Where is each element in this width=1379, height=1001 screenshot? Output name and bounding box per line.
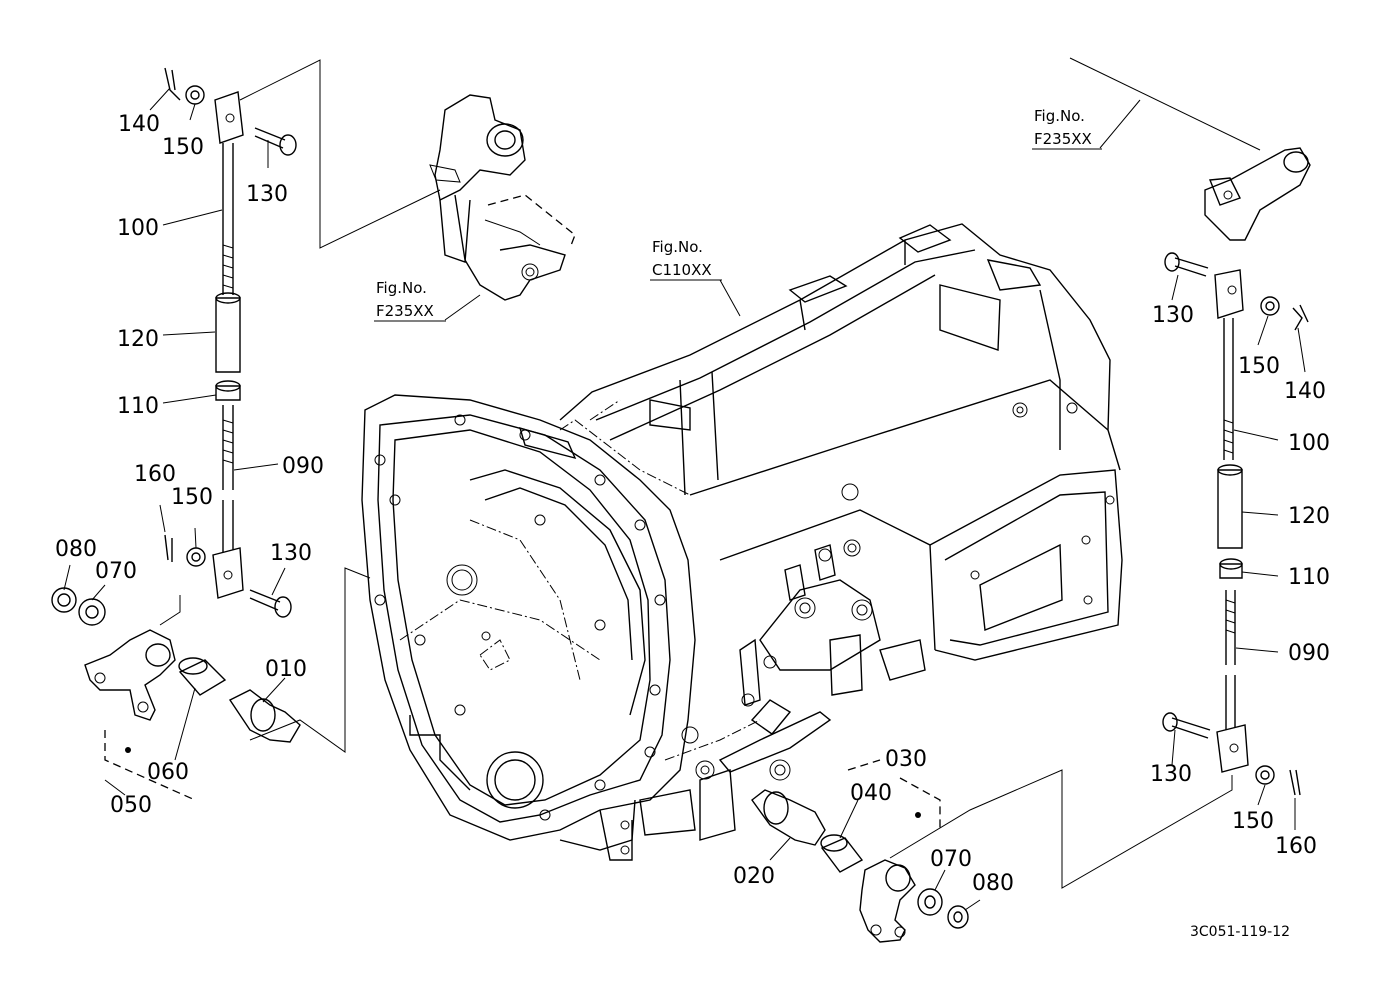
callout-lines bbox=[63, 57, 1306, 911]
part-label-080: 080 bbox=[55, 537, 97, 562]
part-label-100: 100 bbox=[117, 216, 159, 241]
part-label-030: 030 bbox=[885, 747, 927, 772]
drawing-code: 3C051-119-12 bbox=[1190, 924, 1290, 940]
part-label-150: 150 bbox=[1238, 354, 1280, 379]
part-label-110: 110 bbox=[1288, 565, 1330, 590]
front-lever-assembly bbox=[751, 759, 969, 943]
fig-ref-number: C110XX bbox=[652, 261, 712, 279]
part-label-160: 160 bbox=[134, 462, 176, 487]
part-label-060: 060 bbox=[147, 760, 189, 785]
part-label-140: 140 bbox=[118, 112, 160, 137]
part-label-130: 130 bbox=[270, 541, 312, 566]
fig-ref-number: F235XX bbox=[1034, 130, 1092, 148]
part-label-140: 140 bbox=[1284, 379, 1326, 404]
part-label-110: 110 bbox=[117, 394, 159, 419]
fig-ref-c110xx: Fig.No. C110XX bbox=[650, 238, 722, 281]
part-label-130: 130 bbox=[246, 182, 288, 207]
fig-ref-label: Fig.No. bbox=[1034, 107, 1085, 125]
part-label-040: 040 bbox=[850, 781, 892, 806]
part-label-050: 050 bbox=[110, 793, 152, 818]
part-label-010: 010 bbox=[265, 657, 307, 682]
part-label-160: 160 bbox=[1275, 834, 1317, 859]
part-label-020: 020 bbox=[733, 864, 775, 889]
fig-ref-f235xx-right: Fig.No. F235XX bbox=[1032, 107, 1102, 150]
upper-link-lever-left bbox=[429, 94, 576, 301]
part-label-150: 150 bbox=[171, 485, 213, 510]
part-label-150: 150 bbox=[162, 135, 204, 160]
part-label-070: 070 bbox=[930, 847, 972, 872]
right-assembly-labels: 130 150 140 100 120 110 090 130 150 160 bbox=[1150, 303, 1330, 859]
part-label-120: 120 bbox=[117, 327, 159, 352]
part-label-150: 150 bbox=[1232, 809, 1274, 834]
fig-ref-label: Fig.No. bbox=[376, 279, 427, 297]
transmission-case bbox=[361, 223, 1123, 861]
part-label-080: 080 bbox=[972, 871, 1014, 896]
left-rod-assembly bbox=[51, 67, 301, 801]
front-assembly-labels: 030 040 020 070 080 bbox=[733, 747, 1014, 896]
left-assembly-labels: 140 150 130 100 120 110 090 160 150 130 … bbox=[55, 112, 324, 818]
right-rod-assembly bbox=[1162, 252, 1309, 796]
part-label-070: 070 bbox=[95, 559, 137, 584]
part-label-120: 120 bbox=[1288, 504, 1330, 529]
part-label-130: 130 bbox=[1152, 303, 1194, 328]
part-label-100: 100 bbox=[1288, 431, 1330, 456]
part-label-090: 090 bbox=[1288, 641, 1330, 666]
upper-link-lever-right bbox=[1204, 147, 1311, 241]
part-label-130: 130 bbox=[1150, 762, 1192, 787]
fig-ref-f235xx-left: Fig.No. F235XX bbox=[374, 279, 446, 322]
fig-ref-label: Fig.No. bbox=[652, 238, 703, 256]
part-label-090: 090 bbox=[282, 454, 324, 479]
fig-ref-number: F235XX bbox=[376, 302, 434, 320]
